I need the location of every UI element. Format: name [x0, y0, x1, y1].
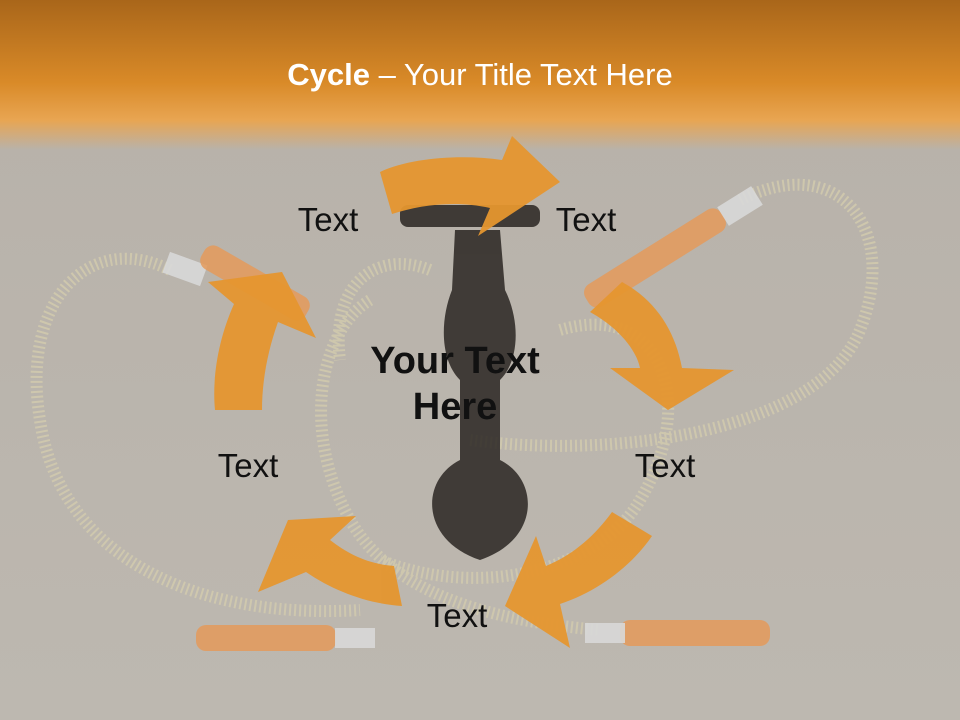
cycle-arrow-3 [505, 512, 652, 648]
header-band [0, 0, 960, 150]
cycle-node-bottom: Text [426, 597, 488, 634]
slide-title: Cycle – Your Title Text Here [0, 55, 960, 95]
title-rest: – Your Title Text Here [370, 57, 673, 92]
cycle-arrow-4 [258, 516, 402, 606]
title-bold: Cycle [287, 57, 370, 92]
cycle-center-label: Your Text Here [370, 340, 540, 428]
cycle-node-right: Text [634, 447, 696, 484]
cycle-node-left: Text [217, 447, 279, 484]
cycle-arrow-1 [380, 136, 560, 236]
cycle-node-top-left: Text [297, 201, 359, 238]
cycle-node-top-right: Text [555, 201, 617, 238]
cycle-arrow-5 [208, 272, 316, 410]
cycle-arrow-2 [590, 282, 734, 410]
